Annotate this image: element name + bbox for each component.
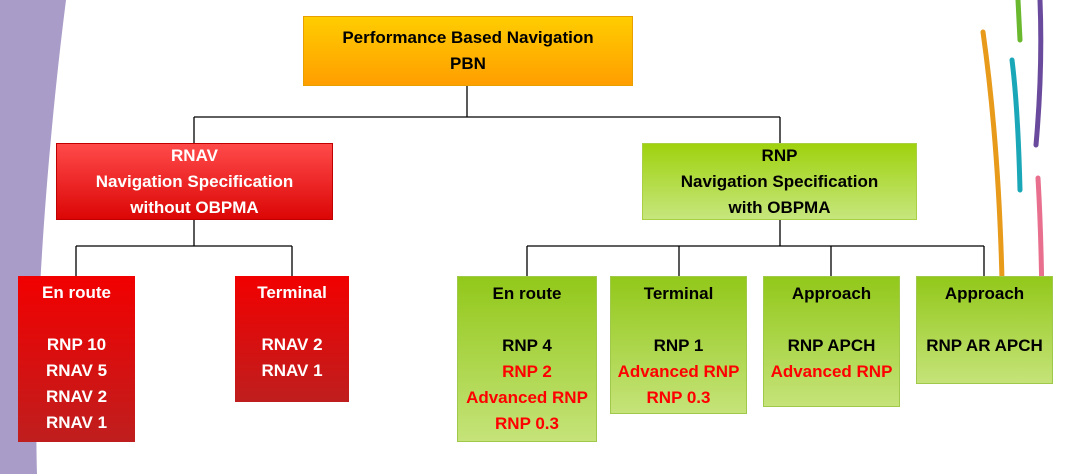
rnav-enroute-item: RNAV 1 bbox=[45, 413, 108, 432]
rnp-terminal-item-highlight: Advanced RNP bbox=[617, 362, 740, 381]
rnp-terminal-item-highlight: RNP 0.3 bbox=[646, 388, 711, 407]
rnp-terminal-title: Terminal bbox=[643, 284, 714, 303]
rnp-approach-node: Approach RNP APCH Advanced RNP bbox=[763, 276, 900, 407]
rnav-node: RNAV Navigation Specification without OB… bbox=[56, 143, 333, 220]
pbn-root-node: Performance Based Navigation PBN bbox=[303, 16, 633, 86]
rnav-terminal-node: Terminal RNAV 2 RNAV 1 bbox=[235, 276, 349, 402]
rnav-connector bbox=[75, 220, 293, 276]
teal-stroke-decor bbox=[1009, 57, 1023, 193]
rnp-enroute-item-highlight: RNP 2 bbox=[502, 362, 552, 381]
rnp-node: RNP Navigation Specification with OBPMA bbox=[642, 143, 917, 220]
rnp-approach-item: RNP APCH bbox=[787, 336, 876, 355]
rnp-title: RNP bbox=[761, 145, 798, 165]
rnav-obpma: without OBPMA bbox=[130, 197, 259, 217]
rnav-terminal-item: RNAV 2 bbox=[261, 335, 323, 354]
rnav-spec: Navigation Specification bbox=[95, 171, 294, 191]
rnp-approach-ar-item: RNP AR APCH bbox=[926, 336, 1043, 355]
rnp-enroute-item-highlight: Advanced RNP bbox=[466, 388, 588, 407]
pbn-abbrev: PBN bbox=[450, 54, 486, 73]
rnp-enroute-node: En route RNP 4 RNP 2 Advanced RNP RNP 0.… bbox=[457, 276, 597, 442]
rnp-connector bbox=[526, 220, 985, 276]
rnav-enroute-title: En route bbox=[42, 283, 111, 302]
rnp-approach-item-highlight: Advanced RNP bbox=[770, 362, 893, 381]
rnav-title: RNAV bbox=[171, 145, 218, 165]
rnp-approach-ar-node: Approach RNP AR APCH bbox=[916, 276, 1053, 384]
root-connector bbox=[193, 86, 781, 143]
rnp-obpma: with OBPMA bbox=[728, 197, 831, 217]
rnp-terminal-node: Terminal RNP 1 Advanced RNP RNP 0.3 bbox=[610, 276, 747, 414]
rnp-enroute-item-highlight: RNP 0.3 bbox=[495, 414, 559, 433]
rnp-terminal-item: RNP 1 bbox=[653, 336, 704, 355]
purple-stroke-decor bbox=[1033, 0, 1044, 148]
rnav-enroute-item: RNAV 2 bbox=[45, 387, 108, 406]
rnp-approach-ar-title: Approach bbox=[944, 284, 1025, 303]
green-stroke-decor bbox=[1015, 0, 1023, 43]
rnp-approach-title: Approach bbox=[791, 284, 872, 303]
rnav-enroute-item: RNP 10 bbox=[46, 335, 107, 354]
pbn-title: Performance Based Navigation bbox=[342, 28, 594, 47]
rnav-terminal-item: RNAV 1 bbox=[261, 361, 323, 380]
rnav-terminal-title: Terminal bbox=[257, 283, 327, 302]
rnp-enroute-title: En route bbox=[492, 284, 562, 303]
rnp-enroute-item: RNP 4 bbox=[502, 336, 552, 355]
rnp-spec: Navigation Specification bbox=[680, 171, 879, 191]
rnav-enroute-node: En route RNP 10 RNAV 5 RNAV 2 RNAV 1 bbox=[18, 276, 135, 442]
orange-stroke-decor bbox=[980, 29, 1005, 283]
rnav-enroute-item: RNAV 5 bbox=[45, 361, 108, 380]
purple-side-band bbox=[0, 0, 66, 474]
